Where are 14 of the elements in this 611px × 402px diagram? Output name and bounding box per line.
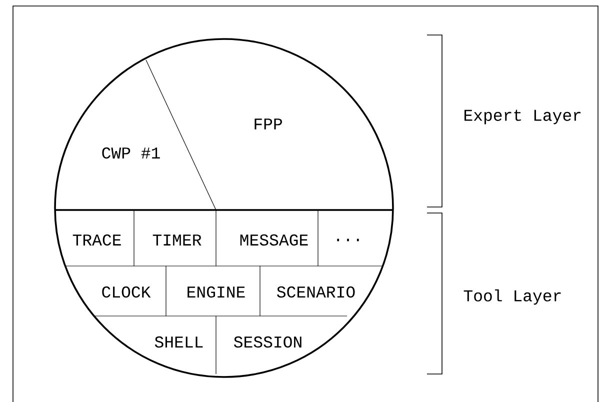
cell-label: TRACE	[72, 234, 121, 246]
cell-label: CWP #1	[102, 147, 160, 159]
cell-label: SCENARIO	[277, 286, 355, 298]
circle	[54, 38, 394, 378]
cell-label: SESSION	[234, 336, 302, 348]
cell-label: ...	[337, 238, 359, 242]
cell-label: FPP	[254, 118, 282, 130]
cell-label: ENGINE	[188, 286, 245, 298]
layer-label: Tool Layer	[464, 289, 561, 305]
layer-label: Expert Layer	[464, 110, 581, 124]
cell-label: CLOCK	[102, 286, 151, 298]
cell-label: TIMER	[152, 234, 202, 246]
cell-label: SHELL	[154, 336, 203, 348]
cell-label: MESSAGE	[240, 234, 308, 246]
